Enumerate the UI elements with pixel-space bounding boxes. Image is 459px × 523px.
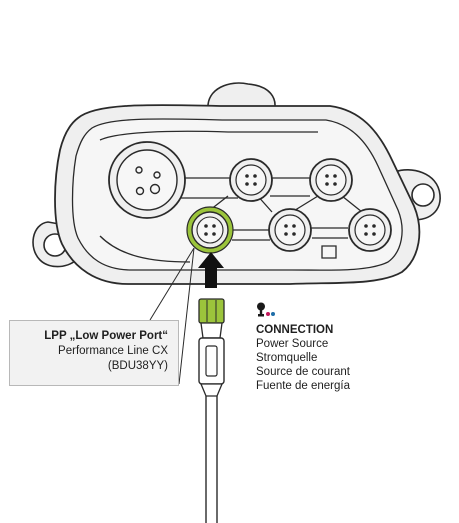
callout-model: Performance Line CX xyxy=(58,345,168,357)
port-top-2 xyxy=(309,158,353,202)
port-bottom-2 xyxy=(268,208,312,252)
insert-arrow-icon xyxy=(198,252,224,288)
port-top-1 xyxy=(229,158,273,202)
port-callout-box: LPP „Low Power Port“ Performance Line CX… xyxy=(9,320,179,386)
mounting-ear-top xyxy=(207,82,276,113)
cable xyxy=(205,396,218,523)
low-power-port-highlighted xyxy=(186,206,234,254)
callout-title: LPP „Low Power Port“ xyxy=(44,330,168,342)
legend-item-de: Stromquelle xyxy=(256,352,318,364)
port-bottom-3 xyxy=(348,208,392,252)
connection-legend: CONNECTION Power Source Stromquelle Sour… xyxy=(256,302,350,393)
legend-heading: CONNECTION xyxy=(256,324,334,336)
legend-item-en: Power Source xyxy=(256,338,329,350)
connection-plug-icon xyxy=(256,302,350,320)
callout-code: (BDU38YY) xyxy=(107,360,168,372)
main-round-port xyxy=(108,141,186,219)
plug-connector xyxy=(198,298,225,397)
legend-item-fr: Source de courant xyxy=(256,366,350,378)
callout-leader-lines xyxy=(149,247,195,385)
legend-item-es: Fuente de energía xyxy=(256,380,350,392)
